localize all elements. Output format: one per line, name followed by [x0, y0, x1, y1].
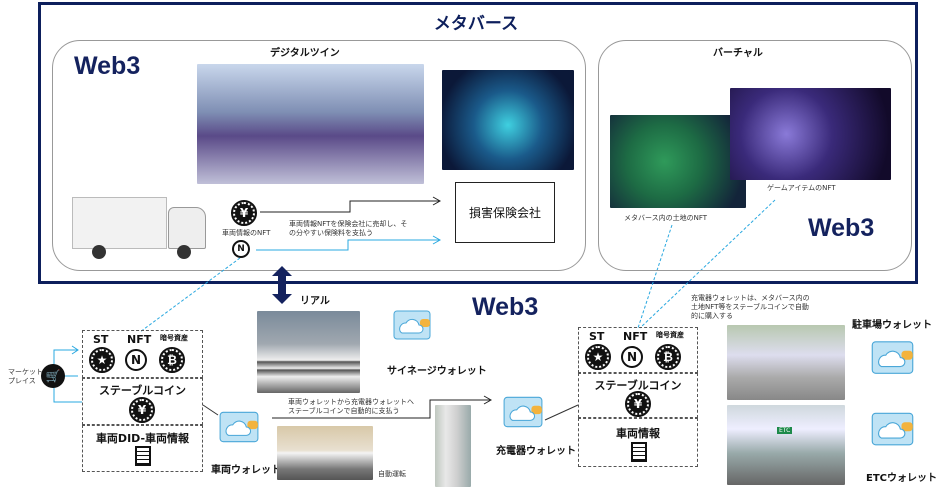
nft-icon: N — [621, 346, 643, 368]
parking-wallet-icon[interactable] — [870, 335, 915, 380]
crossing-photo — [257, 311, 360, 393]
charger-wallet-icon[interactable] — [502, 390, 544, 434]
st-star-icon: ★ — [89, 347, 115, 373]
metaverse-title: メタバース — [433, 14, 519, 34]
vehicle-wallet-label: 車両ウォレット — [211, 465, 281, 476]
vehicle-did-label: 車両DID-車両情報 — [95, 432, 190, 445]
marketplace-label: マーケット プレイス — [8, 368, 43, 385]
stablecoin-box: ステーブルコイン ¥ — [82, 378, 203, 425]
charger-assets-box: ST NFT 暗号資産 ★ N ₿ — [578, 327, 698, 373]
stablecoin-label: ステーブルコイン — [98, 384, 187, 397]
yen-coin-icon: ¥ — [625, 391, 651, 417]
virtual-panel — [598, 40, 912, 271]
signage-wallet-icon[interactable] — [392, 305, 432, 345]
payment-note: 車両ウォレットから充電器ウォレットへステーブルコインで自動的に支払う — [288, 398, 414, 415]
charger-stablecoin-box: ステーブルコイン ¥ — [578, 373, 698, 418]
charger-note: 充電器ウォレットは、メタバース内の土地NFT等をステーブルコインで自動的に購入す… — [691, 294, 810, 320]
nft-icon: N — [232, 240, 250, 258]
vehicle-assets-box: ST NFT 暗号資産 ★ N ₿ — [82, 330, 203, 378]
etc-gate-photo: ETC — [727, 405, 845, 485]
ev-charger-photo — [435, 405, 471, 487]
stablecoin-label: ステーブルコイン — [594, 379, 682, 392]
yen-coin-icon: ¥ — [231, 200, 257, 226]
insurance-note: 車両情報NFTを保険会社に売却し、その分やすい保険料を支払う — [289, 220, 408, 237]
game-nft-label: ゲームアイテムのNFT — [767, 184, 836, 192]
digital-twin-panel — [52, 40, 586, 271]
nft-label: NFT — [623, 330, 648, 343]
real-label: リアル — [300, 296, 330, 307]
vehicle-info-label: 車両情報 — [616, 427, 660, 440]
document-icon — [135, 446, 151, 466]
web3-label-virtual: Web3 — [808, 214, 875, 242]
auto-drive-label: 自動運転 — [378, 470, 406, 478]
autonomous-truck-photo — [277, 426, 373, 480]
metaverse-frame — [38, 2, 918, 284]
etc-wallet-icon[interactable] — [870, 405, 915, 453]
game-item-image — [730, 88, 891, 180]
etc-sign: ETC — [777, 427, 793, 434]
insurance-company-box: 損害保険会社 — [455, 182, 555, 243]
web3-label-real: Web3 — [472, 293, 539, 321]
web3-label: Web3 — [74, 52, 141, 80]
vehicle-nft-label: 車両情報のNFT — [222, 229, 271, 237]
marketplace-icon[interactable]: 🛒 — [41, 364, 65, 388]
st-label: ST — [93, 333, 109, 346]
bitcoin-icon: ₿ — [159, 347, 185, 373]
land-nft-label: メタバース内の土地のNFT — [624, 214, 708, 222]
parking-wallet-label: 駐車場ウォレット — [852, 320, 932, 331]
parking-photo — [727, 325, 845, 400]
charger-info-box: 車両情報 — [578, 418, 698, 467]
etc-wallet-label: ETCウォレット — [866, 473, 937, 484]
crypto-label: 暗号資産 — [160, 334, 188, 342]
bitcoin-icon: ₿ — [655, 344, 681, 370]
charger-wallet-label: 充電器ウォレット — [496, 446, 576, 457]
digital-twin-building-image — [442, 70, 574, 170]
nft-icon: N — [125, 349, 147, 371]
insurance-company-label: 損害保険会社 — [468, 206, 541, 220]
vehicle-wallet-icon[interactable] — [218, 405, 260, 449]
crypto-label: 暗号資産 — [656, 331, 684, 339]
signage-wallet-label: サイネージウォレット — [387, 366, 487, 377]
metaverse-land-map-image — [610, 115, 746, 208]
nft-label: NFT — [127, 333, 152, 346]
st-star-icon: ★ — [585, 344, 611, 370]
digital-twin-title: デジタルツイン — [270, 48, 340, 59]
vehicle-did-box: 車両DID-車両情報 — [82, 425, 203, 472]
st-label: ST — [589, 330, 605, 343]
virtual-title: バーチャル — [713, 48, 763, 59]
document-icon — [631, 442, 647, 462]
yen-coin-icon: ¥ — [129, 397, 155, 423]
digital-twin-city-image — [197, 64, 424, 184]
truck-image — [72, 197, 210, 261]
